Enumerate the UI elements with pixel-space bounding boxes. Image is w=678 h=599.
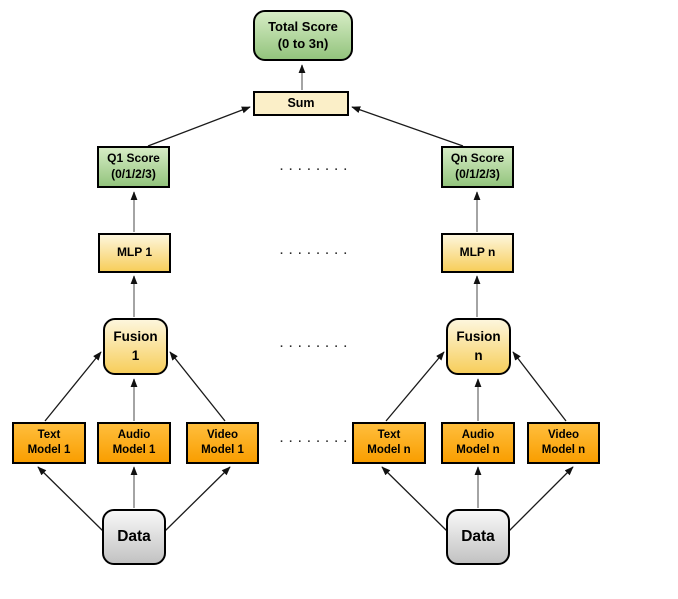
text-model-1-label-line1: Text <box>37 429 61 442</box>
fusion-1-label-line2: 1 <box>131 347 140 363</box>
node-text-model-n: Text Model n <box>352 422 426 464</box>
mlp-1-label: MLP 1 <box>116 245 153 260</box>
node-qn-score: Qn Score (0/1/2/3) <box>441 146 514 188</box>
text-model-n-label-line1: Text <box>377 429 401 442</box>
node-mlp-n: MLP n <box>441 233 514 273</box>
arrow-datan-to-videon <box>508 466 574 532</box>
data-1-label: Data <box>117 527 151 545</box>
total-score-label-line1: Total Score <box>268 18 338 34</box>
node-q1-score: Q1 Score (0/1/2/3) <box>97 146 170 188</box>
mlp-n-label: MLP n <box>459 245 496 260</box>
arrow-qn-score-to-sum <box>351 106 464 147</box>
arrow-textn-to-fusionn <box>385 351 445 422</box>
qn-score-label-line1: Qn Score <box>450 151 505 166</box>
arrow-data1-to-text1 <box>37 466 104 532</box>
ellipsis-row-scores: . . . . . . . . <box>280 161 349 173</box>
q1-score-label-line2: (0/1/2/3) <box>111 167 156 181</box>
node-audio-model-1: Audio Model 1 <box>97 422 171 464</box>
audio-model-1-label-line2: Model 1 <box>112 444 156 456</box>
qn-score-label-line2: (0/1/2/3) <box>455 167 500 181</box>
arrow-data1-to-video1 <box>164 466 231 532</box>
ellipsis-row-mlps: . . . . . . . . <box>280 245 349 257</box>
arrow-video1-to-fusion1 <box>169 351 226 422</box>
fusion-n-label-line1: Fusion <box>456 329 501 345</box>
arrow-datan-to-textn <box>381 466 448 532</box>
node-data-1: Data <box>102 509 166 565</box>
arrow-q1-score-to-sum <box>147 106 251 147</box>
node-video-model-1: Video Model 1 <box>186 422 259 464</box>
text-model-1-label-line2: Model 1 <box>27 444 71 456</box>
node-text-model-1: Text Model 1 <box>12 422 86 464</box>
ellipsis-row-fusions: . . . . . . . . <box>280 338 349 350</box>
arrow-text1-to-fusion1 <box>44 351 102 422</box>
data-n-label: Data <box>461 527 495 545</box>
fusion-1-label-line1: Fusion <box>113 329 158 345</box>
video-model-1-label-line2: Model 1 <box>201 444 244 456</box>
total-score-label-line2: (0 to 3n) <box>277 35 329 51</box>
node-mlp-1: MLP 1 <box>98 233 171 273</box>
arrow-videon-to-fusionn <box>512 351 567 422</box>
q1-score-label-line1: Q1 Score <box>107 151 160 166</box>
video-model-n-label-line2: Model n <box>541 444 586 456</box>
node-fusion-1: Fusion 1 <box>103 318 168 375</box>
node-total-score: Total Score (0 to 3n) <box>253 10 353 61</box>
video-model-n-label-line1: Video <box>547 429 580 442</box>
text-model-n-label-line2: Model n <box>367 444 411 456</box>
sum-label: Sum <box>287 96 315 111</box>
fusion-n-label-line2: n <box>474 347 483 363</box>
ellipsis-row-models: . . . . . . . . <box>280 433 349 445</box>
node-video-model-n: Video Model n <box>527 422 600 464</box>
audio-model-n-label-line2: Model n <box>456 444 500 456</box>
node-fusion-n: Fusion n <box>446 318 511 375</box>
video-model-1-label-line1: Video <box>206 429 239 442</box>
node-audio-model-n: Audio Model n <box>441 422 515 464</box>
audio-model-n-label-line1: Audio <box>461 429 495 442</box>
node-sum: Sum <box>253 91 349 116</box>
audio-model-1-label-line1: Audio <box>117 429 151 442</box>
node-data-n: Data <box>446 509 510 565</box>
